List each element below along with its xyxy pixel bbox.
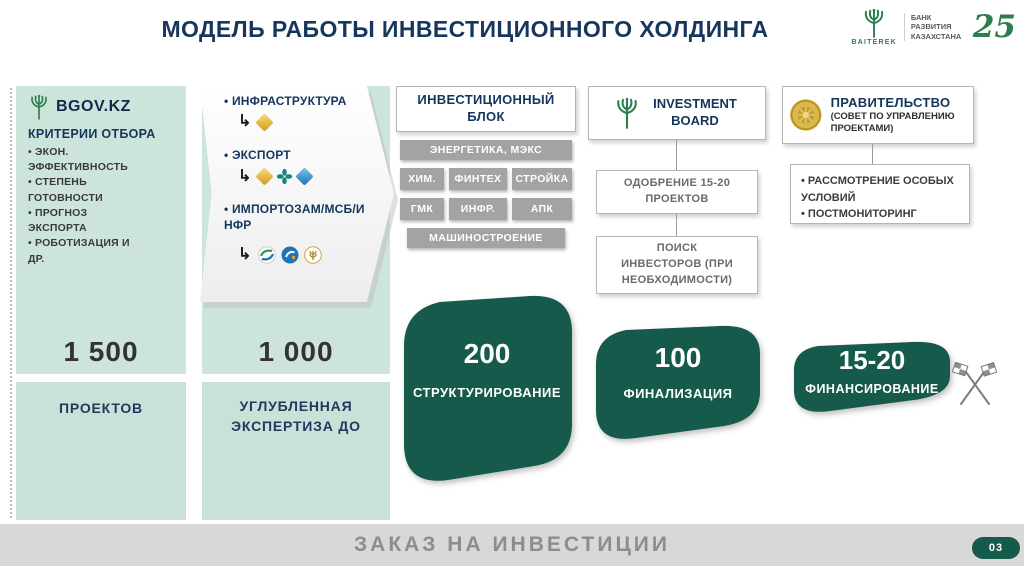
gold-diamond-icon — [255, 112, 275, 132]
left-dotted-divider — [10, 88, 12, 518]
selection-count: 1 500 — [63, 336, 139, 367]
selection-panel: BGOV.KZ КРИТЕРИИ ОТБОРА ЭКОН. ЭФФЕКТИВНО… — [16, 86, 186, 374]
financing-label: ФИНАНСИРОВАНИЕ — [805, 382, 939, 396]
selection-stage-block: ПРОЕКТОВ — [16, 382, 186, 520]
brand-bank-name: БАНК РАЗВИТИЯ КАЗАХСТАНА — [903, 12, 966, 42]
expertise-stage-label: УГЛУБЛЕННАЯ ЭКСПЕРТИЗА ДО — [231, 398, 361, 435]
bgov-name: BGOV.KZ — [56, 98, 131, 115]
elbow-arrow-icon: ↳ — [238, 246, 252, 263]
connector-line — [676, 140, 677, 170]
bgov-logo: BGOV.KZ — [16, 86, 186, 120]
sector-tag-row: ХИМ. ФИНТЕХ СТРОЙКА — [400, 168, 572, 190]
government-tasks-box: РАССМОТРЕНИЕ ОСОБЫХ УСЛОВИЙ ПОСТМОНИТОРИ… — [790, 164, 970, 224]
footer-text: ЗАКАЗ НА ИНВЕСТИЦИИ — [354, 533, 670, 556]
export-icons: ↳ — [238, 167, 315, 186]
criteria-item: ПРОГНОЗ ЭКСПОРТА — [28, 206, 146, 236]
sector-tag-row: ГМК ИНФР. АПК — [400, 198, 572, 220]
sector-tag: ХИМ. — [400, 168, 444, 190]
slide-title: МОДЕЛЬ РАБОТЫ ИНВЕСТИЦИОННОГО ХОЛДИНГА — [161, 16, 769, 42]
blue-badge-icon — [281, 246, 299, 264]
structuring-count: 200 — [463, 338, 511, 369]
sector-tag: АПК — [512, 198, 572, 220]
funnel-stage-financing: 15-20 ФИНАНСИРОВАНИЕ — [786, 336, 958, 424]
government-task: ПОСТМОНИТОРИНГ — [801, 206, 959, 223]
criteria-item: СТЕПЕНЬ ГОТОВНОСТИ — [28, 175, 146, 205]
investment-board-title: INVESTMENT BOARD — [653, 96, 737, 128]
investment-block-header: ИНВЕСТИЦИОННЫЙ БЛОК — [396, 86, 576, 132]
connector-line — [872, 144, 873, 164]
structuring-label: СТРУКТУРИРОВАНИЕ — [412, 385, 562, 400]
finalization-count: 100 — [654, 342, 702, 373]
baiterek-logo: BAITEREK — [851, 8, 896, 46]
funnel-stage-finalization: 100 ФИНАЛИЗАЦИЯ — [588, 318, 768, 452]
bgov-tree-icon — [28, 94, 50, 120]
import-icons: ↳ — [238, 246, 323, 264]
teal-pinwheel-icon — [276, 168, 293, 185]
investment-block-title: ИНВЕСТИЦИОННЫЙ БЛОК — [417, 92, 555, 124]
elbow-arrow-icon: ↳ — [238, 113, 252, 130]
anniversary-25-logo: 25 — [972, 8, 1016, 45]
kazakhstan-emblem-icon — [789, 98, 823, 132]
expertise-stage-block: УГЛУБЛЕННАЯ ЭКСПЕРТИЗА ДО — [202, 382, 390, 520]
elbow-arrow-icon: ↳ — [238, 167, 252, 185]
sector-tag: МАШИНОСТРОЕНИЕ — [407, 228, 565, 248]
gold-diamond-icon — [255, 167, 275, 186]
investor-search-box: ПОИСК ИНВЕСТОРОВ (ПРИ НЕОБХОДИМОСТИ) — [596, 236, 758, 294]
funnel-shape — [404, 295, 572, 481]
baiterek-tree-icon — [861, 8, 887, 38]
page-number-badge: 03 — [972, 537, 1020, 559]
brand-name: BAITEREK — [851, 39, 897, 46]
swirl-badge-icon — [258, 246, 277, 264]
expertise-item-label: ИНФРАСТРУКТУРА — [224, 94, 347, 110]
funnel-shape — [794, 341, 950, 412]
criteria-item: ЭКОН. ЭФФЕКТИВНОСТЬ — [28, 145, 146, 175]
finish-flags-icon — [951, 362, 998, 405]
government-title: ПРАВИТЕЛЬСТВО — [830, 95, 951, 111]
brand-logo-group: BAITEREK БАНК РАЗВИТИЯ КАЗАХСТАНА 25 — [851, 8, 1016, 46]
government-subtitle: (СОВЕТ ПО УПРАВЛЕНИЮ ПРОЕКТАМИ) — [830, 111, 955, 134]
funnel-stage-structuring: 200 СТРУКТУРИРОВАНИЕ — [396, 286, 578, 494]
blue-diamond-icon — [295, 167, 315, 186]
infrastructure-icons: ↳ — [238, 112, 275, 132]
investor-search-text: ПОИСК ИНВЕСТОРОВ (ПРИ НЕОБХОДИМОСТИ) — [621, 242, 733, 286]
footer-bar: ЗАКАЗ НА ИНВЕСТИЦИИ — [0, 524, 1024, 566]
government-header: ПРАВИТЕЛЬСТВО (СОВЕТ ПО УПРАВЛЕНИЮ ПРОЕК… — [782, 86, 974, 144]
connector-line — [676, 214, 677, 236]
investment-board-header: INVESTMENT BOARD — [588, 86, 766, 140]
financing-count: 15-20 — [838, 345, 906, 375]
expertise-item-label: ЭКСПОРТ — [224, 148, 291, 164]
chevron-arrow: ИНФРАСТРУКТУРА ↳ ЭКСПОРТ ↳ ИМПОРТОЗАМ/МС… — [200, 86, 394, 302]
sector-tag: ЭНЕРГЕТИКА, МЭКС — [400, 140, 572, 160]
criteria-heading: КРИТЕРИИ ОТБОРА — [28, 127, 156, 141]
approval-text: ОДОБРЕНИЕ 15-20 ПРОЕКТОВ — [623, 177, 731, 205]
sector-tag: ГМК — [400, 198, 444, 220]
government-header-text: ПРАВИТЕЛЬСТВО (СОВЕТ ПО УПРАВЛЕНИЮ ПРОЕК… — [831, 95, 967, 135]
criteria-list: ЭКОН. ЭФФЕКТИВНОСТЬ СТЕПЕНЬ ГОТОВНОСТИ П… — [16, 145, 186, 267]
wheat-badge-icon — [304, 246, 323, 264]
selection-stage-label: ПРОЕКТОВ — [59, 400, 143, 416]
government-task: РАССМОТРЕНИЕ ОСОБЫХ УСЛОВИЙ — [801, 173, 959, 206]
expertise-panel: ИНФРАСТРУКТУРА ↳ ЭКСПОРТ ↳ ИМПОРТОЗАМ/МС… — [200, 86, 398, 374]
sector-tags: ЭНЕРГЕТИКА, МЭКС ХИМ. ФИНТЕХ СТРОЙКА ГМК… — [400, 140, 572, 248]
sector-tag: ФИНТЕХ — [449, 168, 507, 190]
board-tree-icon — [613, 97, 641, 129]
sector-tag: СТРОЙКА — [512, 168, 572, 190]
criteria-item: РОБОТИЗАЦИЯ И ДР. — [28, 236, 146, 266]
funnel-shape — [596, 325, 760, 439]
expertise-count: 1 000 — [258, 336, 334, 367]
sector-tag: ИНФР. — [449, 198, 507, 220]
expertise-item-label: ИМПОРТОЗАМ/МСБ/И НФР — [224, 202, 366, 233]
finalization-label: ФИНАЛИЗАЦИЯ — [623, 386, 733, 401]
approval-box: ОДОБРЕНИЕ 15-20 ПРОЕКТОВ — [596, 170, 758, 214]
